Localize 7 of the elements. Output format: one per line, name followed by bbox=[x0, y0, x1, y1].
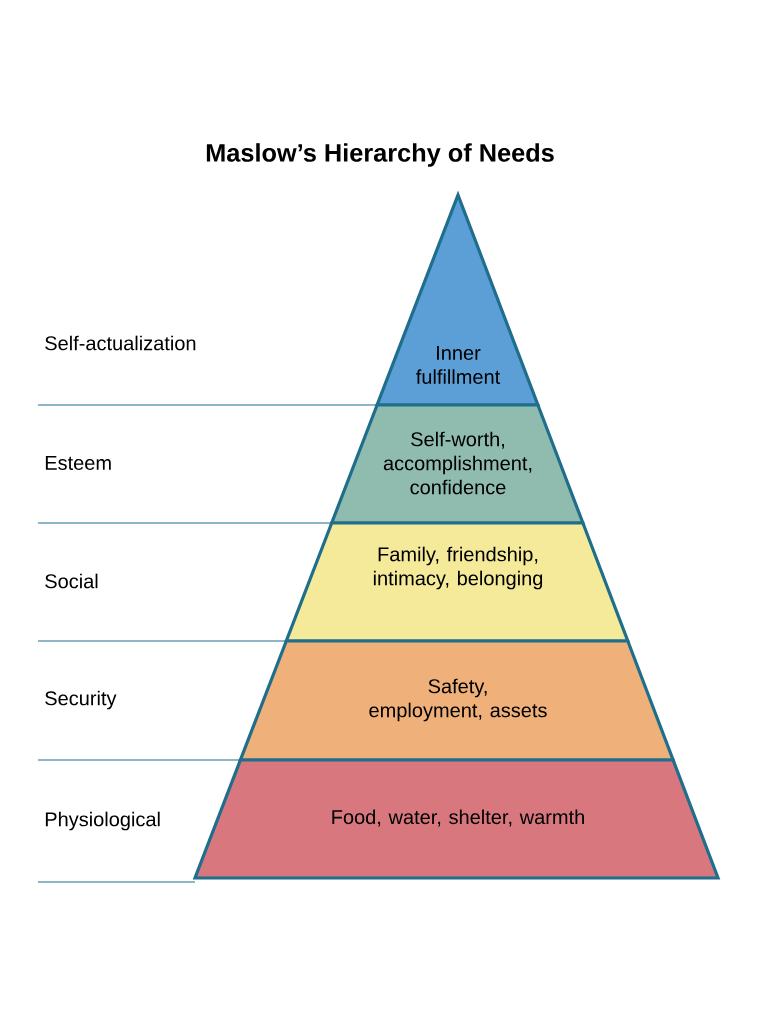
level-label: Esteem bbox=[45, 456, 111, 470]
level-label: Social bbox=[45, 573, 98, 589]
level-label: Security bbox=[45, 690, 117, 710]
level-label: Self-actualization bbox=[45, 335, 196, 351]
title: Maslow’s Hierarchy of Needs bbox=[206, 143, 554, 167]
level-label: Physiological bbox=[45, 811, 160, 831]
pyramid-level: Safety, employment, assets bbox=[238, 639, 676, 762]
